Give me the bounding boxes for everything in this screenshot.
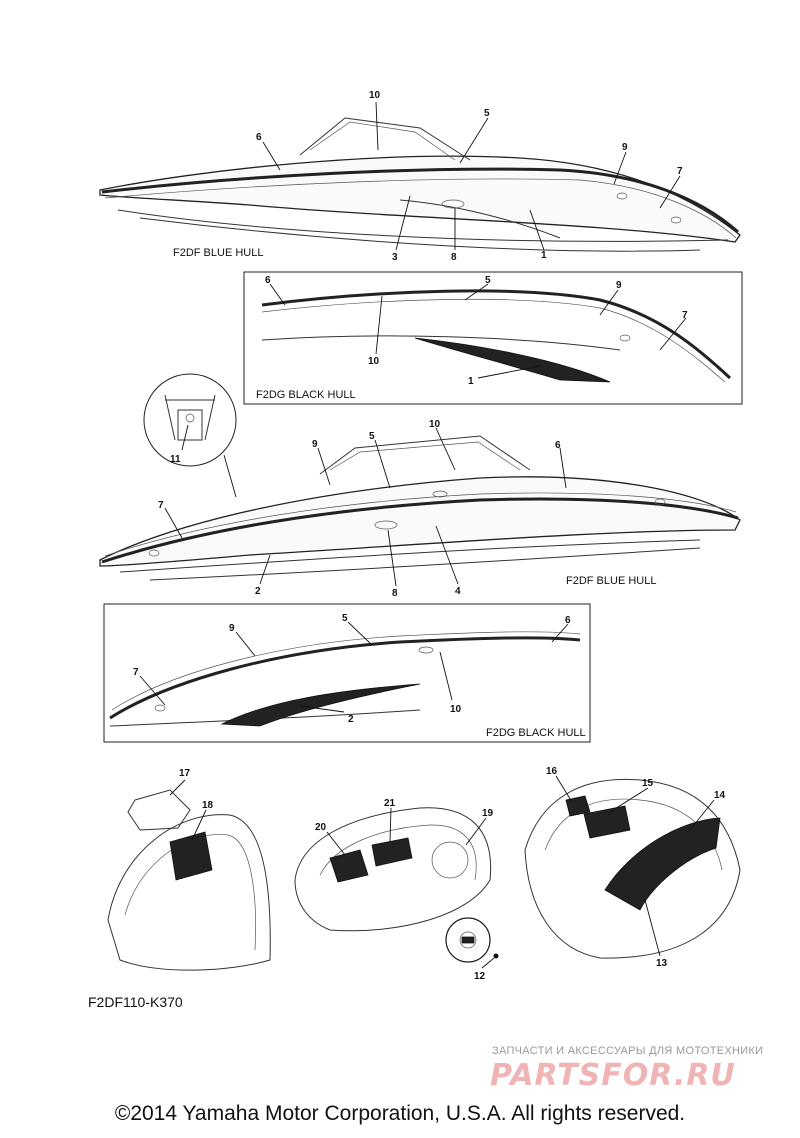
callout-6: 6 (565, 615, 571, 626)
callout-10: 10 (429, 419, 441, 430)
view-bow-interior: 17 18 (107, 768, 271, 971)
callout-18: 18 (202, 800, 214, 811)
callout-6: 6 (256, 132, 262, 143)
view3-callouts: 9 5 10 6 7 2 8 4 F2DF BLUE HULL (158, 419, 656, 599)
callout-9: 9 (622, 142, 628, 153)
view-blue-hull-top (99, 117, 741, 252)
callout-10: 10 (450, 704, 462, 715)
view-steering-wheel: 12 (445, 917, 499, 982)
view4-callouts: 5 9 6 7 2 10 F2DG BLACK HULL (133, 613, 586, 739)
callout-11: 11 (170, 454, 181, 465)
callout-17: 17 (179, 768, 191, 779)
watermark-logo: PARTSFOR.RU (490, 1058, 736, 1093)
view-black-hull-1 (261, 289, 732, 383)
copyright-notice: ©2014 Yamaha Motor Corporation, U.S.A. A… (114, 1102, 686, 1125)
view-stern-interior: 16 15 14 13 (524, 766, 741, 969)
callout-7: 7 (158, 500, 164, 511)
view-black-hull-2 (109, 631, 581, 727)
callout-15: 15 (642, 778, 654, 789)
callout-9: 9 (312, 439, 318, 450)
view2-callouts: 6 5 9 7 10 1 F2DG BLACK HULL (256, 275, 688, 401)
caption-view1: F2DF BLUE HULL (173, 247, 263, 259)
callout-5: 5 (342, 613, 348, 624)
callout-7: 7 (682, 310, 688, 321)
callout-2: 2 (348, 714, 354, 725)
callout-6: 6 (555, 440, 561, 451)
callout-7: 7 (133, 667, 139, 678)
callout-4: 4 (455, 586, 461, 597)
callout-9: 9 (616, 280, 622, 291)
callout-5: 5 (485, 275, 491, 286)
callout-1: 1 (541, 250, 547, 261)
detail-circle: 11 (143, 373, 237, 498)
callout-9: 9 (229, 623, 235, 634)
view-blue-hull-mid (99, 435, 741, 581)
panel-black-hull-2 (103, 603, 591, 743)
callout-1: 1 (468, 376, 474, 387)
callout-21: 21 (384, 798, 396, 809)
caption-view4: F2DG BLACK HULL (486, 727, 586, 739)
view-dash-interior: 20 21 19 (294, 798, 494, 932)
callout-13: 13 (656, 958, 668, 969)
callout-2: 2 (255, 586, 261, 597)
callout-20: 20 (315, 822, 327, 833)
callout-5: 5 (484, 108, 490, 119)
callout-12: 12 (474, 971, 486, 982)
callout-8: 8 (392, 588, 398, 599)
callout-7: 7 (677, 166, 683, 177)
caption-view3: F2DF BLUE HULL (566, 575, 656, 587)
view1-callouts: 10 5 6 9 7 3 8 1 F2DF BLUE HULL (173, 90, 683, 263)
callout-14: 14 (714, 790, 726, 801)
watermark-tagline: ЗАПЧАСТИ И АКСЕССУАРЫ ДЛЯ МОТОТЕХНИКИ (492, 1045, 764, 1057)
callout-10: 10 (368, 356, 380, 367)
callout-5: 5 (369, 431, 375, 442)
figure-code: F2DF110-K370 (88, 994, 183, 1010)
callout-16: 16 (546, 766, 558, 777)
callout-19: 19 (482, 808, 494, 819)
callout-10: 10 (369, 90, 381, 101)
callout-6: 6 (265, 275, 271, 286)
callout-8: 8 (451, 252, 457, 263)
caption-view2: F2DG BLACK HULL (256, 389, 356, 401)
panel-black-hull-1 (243, 271, 743, 405)
callout-3: 3 (392, 252, 398, 263)
